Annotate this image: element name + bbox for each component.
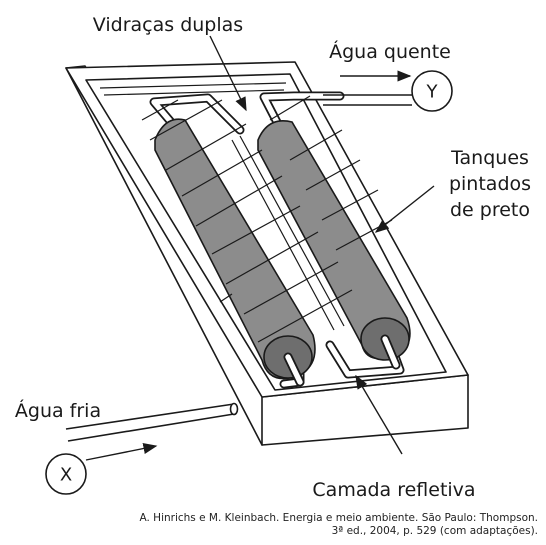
tank-right: [257, 120, 411, 361]
tank-left: [154, 118, 316, 380]
cold-water-pipe: [65, 402, 239, 442]
inlet-x: X: [45, 453, 87, 495]
double-glazing: [99, 82, 287, 96]
tank-outlet-pipes: [283, 334, 401, 387]
y-label: Y: [426, 82, 439, 103]
caption-line2: 3ª ed., 2004, p. 529 (com adaptações).: [331, 525, 538, 537]
outlet-y: Y: [411, 70, 453, 112]
camada-pointer: [355, 374, 403, 455]
tanques-label-line2: pintados: [449, 173, 531, 195]
reflective-layer: [231, 135, 345, 331]
vidracas-label: Vidraças duplas: [93, 14, 243, 36]
camada-label: Camada refletiva: [312, 479, 475, 501]
flow-arrows: [85, 35, 435, 461]
glass-hatching: [141, 95, 393, 343]
collector-housing: [65, 61, 469, 446]
hot-water-pipe: [323, 94, 412, 106]
tanques-pointer: [374, 185, 435, 233]
x-label: X: [60, 465, 72, 486]
source-caption: A. Hinrichs e M. Kleinbach. Energia e me…: [0, 512, 539, 538]
caption-line1: A. Hinrichs e M. Kleinbach. Energia e me…: [139, 512, 539, 524]
agua-quente-label: Água quente: [329, 40, 451, 63]
tanques-label-line3: de preto: [450, 199, 530, 221]
agua-fria-label: Água fria: [15, 399, 101, 422]
solar-collector-diagram: Y X Vidraças duplas Água quente Tanques …: [15, 14, 531, 501]
cold-water-arrow: [85, 442, 158, 461]
tanques-label-line1: Tanques: [450, 147, 529, 169]
vidracas-pointer: [209, 35, 247, 112]
